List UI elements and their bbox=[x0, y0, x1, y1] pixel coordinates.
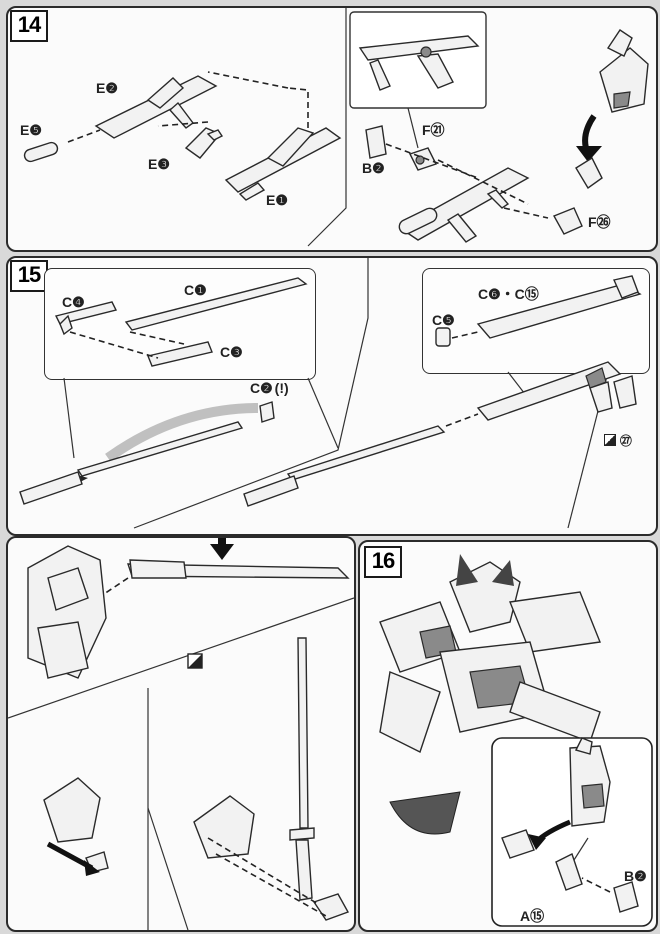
label-c2: C❷(!) bbox=[250, 380, 289, 397]
label-f26: F㉖ bbox=[588, 214, 611, 230]
label-c4: C❹ bbox=[62, 294, 85, 310]
step-15b-illustration bbox=[8, 538, 354, 930]
label-c6-c15: C❻・C⑮ bbox=[478, 286, 539, 302]
label-e1: E❶ bbox=[266, 192, 288, 208]
label-c2-text: C❷ bbox=[250, 380, 273, 396]
label-c1: C❶ bbox=[184, 282, 207, 298]
label-f21: F㉑ bbox=[422, 122, 445, 138]
step-number: 14 bbox=[10, 10, 48, 42]
step-16-panel: 16 B❷ A⑮ bbox=[358, 540, 658, 932]
step-14-panel: 14 bbox=[6, 6, 658, 252]
sticker-number: ㉗ bbox=[619, 434, 632, 448]
step-15-illustration bbox=[19, 258, 642, 529]
label-e2: E❷ bbox=[96, 80, 118, 96]
step-15-panel: 15 C❶ bbox=[6, 256, 658, 536]
label-b2: B❷ bbox=[624, 868, 647, 884]
label-e5: E❺ bbox=[20, 122, 42, 138]
sticker-icon: ㉗ bbox=[604, 432, 632, 449]
step-15b-panel bbox=[6, 536, 356, 932]
step-number: 16 bbox=[364, 546, 402, 578]
label-a15: A⑮ bbox=[520, 908, 545, 924]
label-b2: B❷ bbox=[362, 160, 385, 176]
step-number: 15 bbox=[10, 260, 48, 292]
down-arrow-icon bbox=[210, 544, 234, 560]
step-14-illustration bbox=[23, 8, 649, 247]
caution-icon: (!) bbox=[274, 380, 289, 396]
label-e3: E❸ bbox=[148, 156, 170, 172]
label-c5: C❺ bbox=[432, 312, 455, 328]
step-16-illustration bbox=[379, 554, 653, 927]
label-c3: C❸ bbox=[220, 344, 243, 360]
